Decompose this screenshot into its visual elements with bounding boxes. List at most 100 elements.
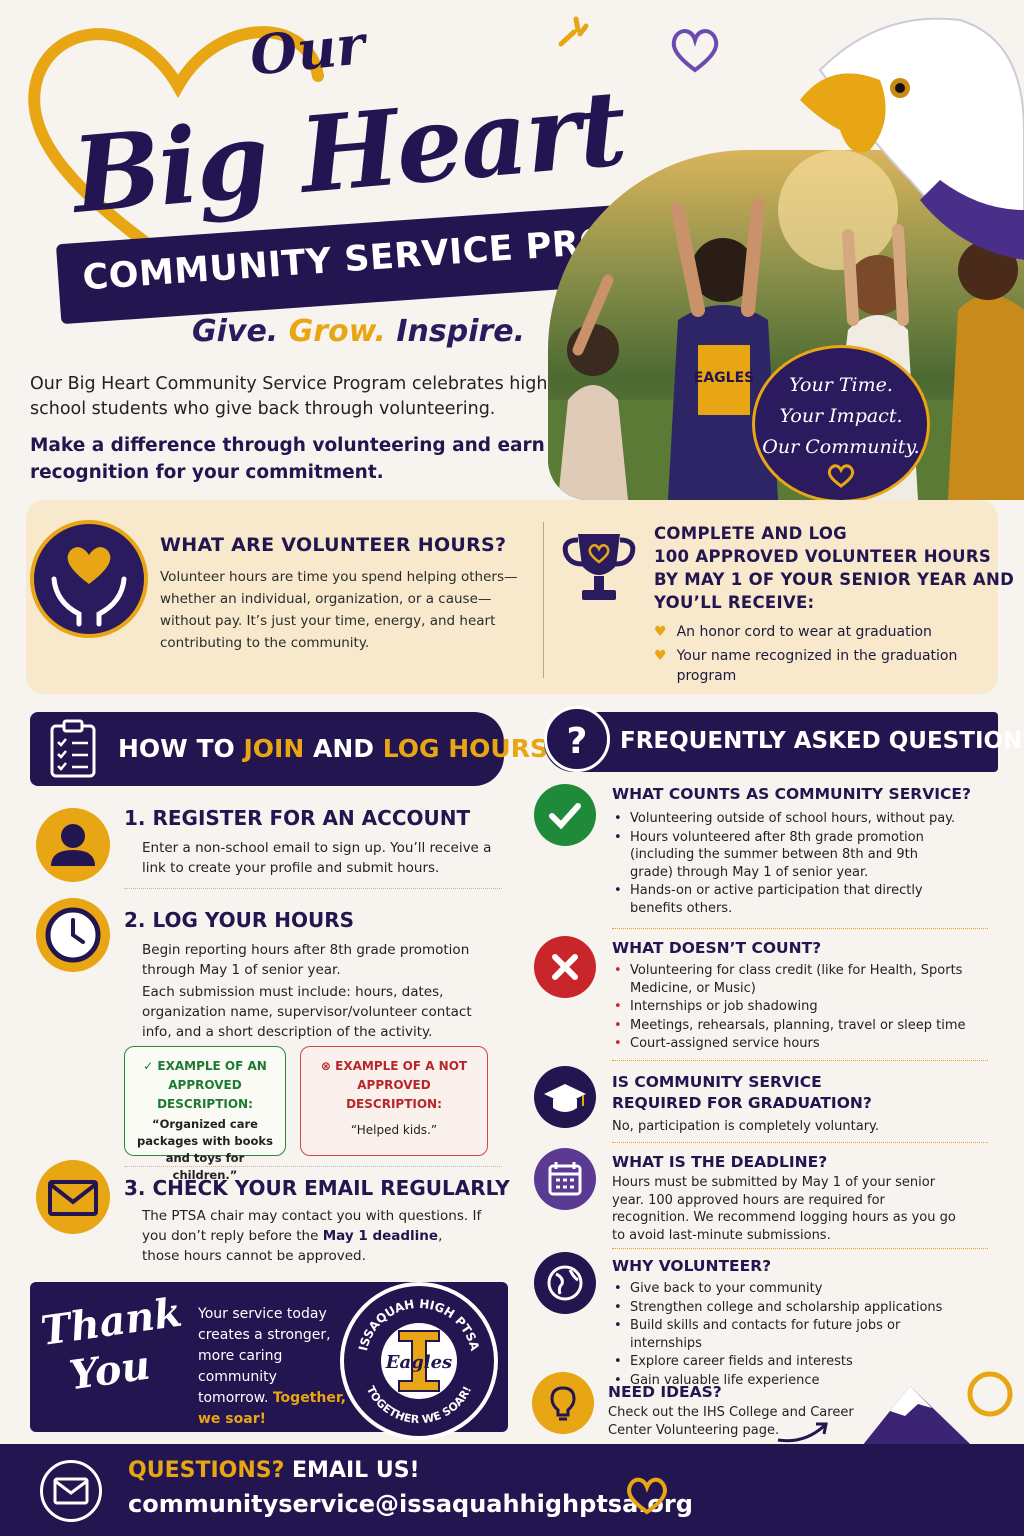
reward-item-text: An honor cord to wear at graduation [676, 624, 932, 640]
check-circle-icon: ✓ [143, 1059, 154, 1073]
join-title-part: LOG HOURS [382, 734, 548, 763]
x-icon [534, 936, 596, 998]
step-2-text: Begin reporting hours after 8th grade pr… [142, 942, 470, 978]
divider [124, 888, 502, 889]
list-item: Hours volunteered after 8th grade promot… [612, 829, 962, 882]
join-title-part: AND [312, 734, 375, 763]
step-1-text: Enter a non-school email to sign up. You… [142, 840, 492, 876]
faq-counts-list: Volunteering outside of school hours, wi… [612, 810, 962, 918]
sparkle-icon [558, 16, 589, 47]
footer-questions-text: QUESTIONS? [128, 1458, 285, 1483]
tagline-grow: Grow. [288, 314, 386, 349]
badge-line-3: Our Community. [762, 436, 920, 458]
list-item: Gain valuable life experience [612, 1372, 972, 1390]
user-icon [36, 808, 110, 882]
check-icon [534, 784, 596, 846]
thank-you-title: Thank You [38, 1289, 192, 1404]
faq-required-title: IS COMMUNITY SERVICE REQUIRED FOR GRADUA… [612, 1073, 872, 1112]
info-divider [543, 522, 544, 678]
intro-text: Our Big Heart Community Service Program … [30, 374, 548, 419]
eagle-mascot-icon [800, 17, 1024, 260]
tagline: Give. Grow. Inspire. [192, 314, 525, 349]
clock-icon [36, 898, 110, 972]
tagline-inspire: Inspire. [396, 314, 526, 349]
footer-bar [0, 1444, 1024, 1536]
approved-title: ✓ EXAMPLE OF AN APPROVED DESCRIPTION: [133, 1057, 277, 1114]
step-3-text: The PTSA chair may contact you with ques… [142, 1206, 482, 1266]
faq-deadline-text: Hours must be submitted by May 1 of your… [612, 1175, 956, 1243]
faq-ideas-text: Check out the IHS College and Career Cen… [608, 1405, 854, 1438]
reward-item: ♥ An honor cord to wear at graduation [654, 622, 974, 642]
approved-title-text: EXAMPLE OF AN APPROVED DESCRIPTION: [157, 1059, 267, 1111]
seal-center-text: Eagles [385, 1352, 452, 1373]
graduation-cap-icon [534, 1066, 596, 1128]
lightbulb-icon [532, 1372, 594, 1434]
step-2-title: 2. LOG YOUR HOURS [124, 908, 355, 932]
tagline-give: Give. [192, 314, 279, 349]
list-item: Give back to your community [612, 1280, 972, 1298]
x-circle-icon: ⊗ [320, 1059, 331, 1073]
reward-item: ♥ Your name recognized in the graduation… [654, 646, 974, 686]
badge-heart-icon [827, 464, 855, 488]
reward-title-line-3: BY MAY 1 OF YOUR SENIOR YEAR AND [654, 570, 1015, 589]
thank-you-soar: Together, we soar! [198, 1390, 347, 1427]
info-panel [26, 500, 998, 694]
list-item: Hands-on or active participation that di… [612, 882, 962, 917]
badge-line-1: Your Time. [789, 374, 893, 396]
footer-heart-icon [627, 1477, 667, 1515]
thank-you-body-text: Your service today creates a stronger, m… [198, 1306, 331, 1406]
divider [612, 1248, 988, 1249]
divider [612, 928, 988, 929]
volunteer-hours-body: Volunteer hours are time you spend helpi… [160, 569, 518, 651]
faq-section-bar [544, 712, 998, 772]
envelope-icon [36, 1160, 110, 1234]
join-section-bar [30, 712, 504, 786]
reward-list: ♥ An honor cord to wear at graduation ♥ … [654, 622, 974, 686]
students-illustration: EAGLES [548, 150, 1024, 500]
not-approved-title-text: EXAMPLE OF A NOT APPROVED DESCRIPTION: [335, 1059, 468, 1111]
intro-bold-text: Make a difference through volunteering a… [30, 435, 545, 483]
approved-example: ✓ EXAMPLE OF AN APPROVED DESCRIPTION: “O… [124, 1046, 286, 1182]
faq-why-title: WHY VOLUNTEER? [612, 1257, 772, 1275]
footer-email-link[interactable]: communityservice@issaquahhighptsa.org [128, 1490, 693, 1518]
join-title-part: JOIN [243, 734, 305, 763]
mail-icon [40, 1460, 102, 1522]
faq-doesnt-list: Volunteering for class credit (like for … [612, 962, 972, 1054]
list-item: Explore career fields and interests [612, 1353, 972, 1371]
step-1-title: 1. REGISTER FOR AN ACCOUNT [124, 806, 471, 830]
divider [124, 1166, 502, 1167]
not-approved-text: “Helped kids.” [350, 1123, 438, 1137]
not-approved-title: ⊗ EXAMPLE OF A NOT APPROVED DESCRIPTION: [309, 1057, 479, 1114]
step-3-text-before: The PTSA chair may contact you with ques… [142, 1208, 482, 1244]
faq-section-title: FREQUENTLY ASKED QUESTIONS [620, 728, 1024, 754]
svg-text:?: ? [567, 721, 588, 762]
heart-hands-icon [30, 520, 148, 638]
reward-title: COMPLETE AND LOG 100 APPROVED VOLUNTEER … [654, 522, 1014, 614]
faq-required-text: No, participation is completely voluntar… [612, 1119, 880, 1134]
gold-heart-icon: ♥ [654, 624, 667, 640]
question-bubble-icon: ? [544, 706, 610, 772]
clipboard-icon [50, 719, 96, 778]
list-item: Build skills and contacts for future job… [612, 1317, 972, 1352]
step-3-title: 3. CHECK YOUR EMAIL REGULARLY [124, 1176, 510, 1200]
reward-title-line-2: 100 APPROVED VOLUNTEER HOURS [654, 547, 992, 566]
step-3-text-after: , those hours cannot be approved. [142, 1228, 443, 1264]
faq-deadline-title: WHAT IS THE DEADLINE? [612, 1153, 828, 1171]
footer-questions: QUESTIONS? EMAIL US! [128, 1458, 420, 1483]
arrow-icon [777, 1422, 828, 1443]
list-item: Internships or job shadowing [612, 998, 972, 1016]
list-item: Volunteering for class credit (like for … [612, 962, 972, 997]
thank-you-body: Your service today creates a stronger, m… [198, 1304, 348, 1430]
footer-email-us: EMAIL US! [292, 1458, 420, 1483]
join-title-part: HOW TO [118, 734, 235, 763]
faq-ideas-title: NEED IDEAS? [608, 1383, 722, 1401]
list-item: Strengthen college and scholarship appli… [612, 1299, 972, 1317]
step-2-text-2: Each submission must include: hours, dat… [142, 984, 472, 1040]
reward-title-line-1: COMPLETE AND LOG [654, 524, 848, 543]
faq-doesnt-title: WHAT DOESN’T COUNT? [612, 939, 822, 957]
divider [612, 1142, 988, 1143]
faq-counts-title: WHAT COUNTS AS COMMUNITY SERVICE? [612, 785, 971, 803]
badge-your-time: Your Time. Your Impact. Our Community. [752, 345, 930, 503]
not-approved-example: ⊗ EXAMPLE OF A NOT APPROVED DESCRIPTION:… [300, 1046, 488, 1156]
gold-heart-icon: ♥ [654, 648, 667, 664]
